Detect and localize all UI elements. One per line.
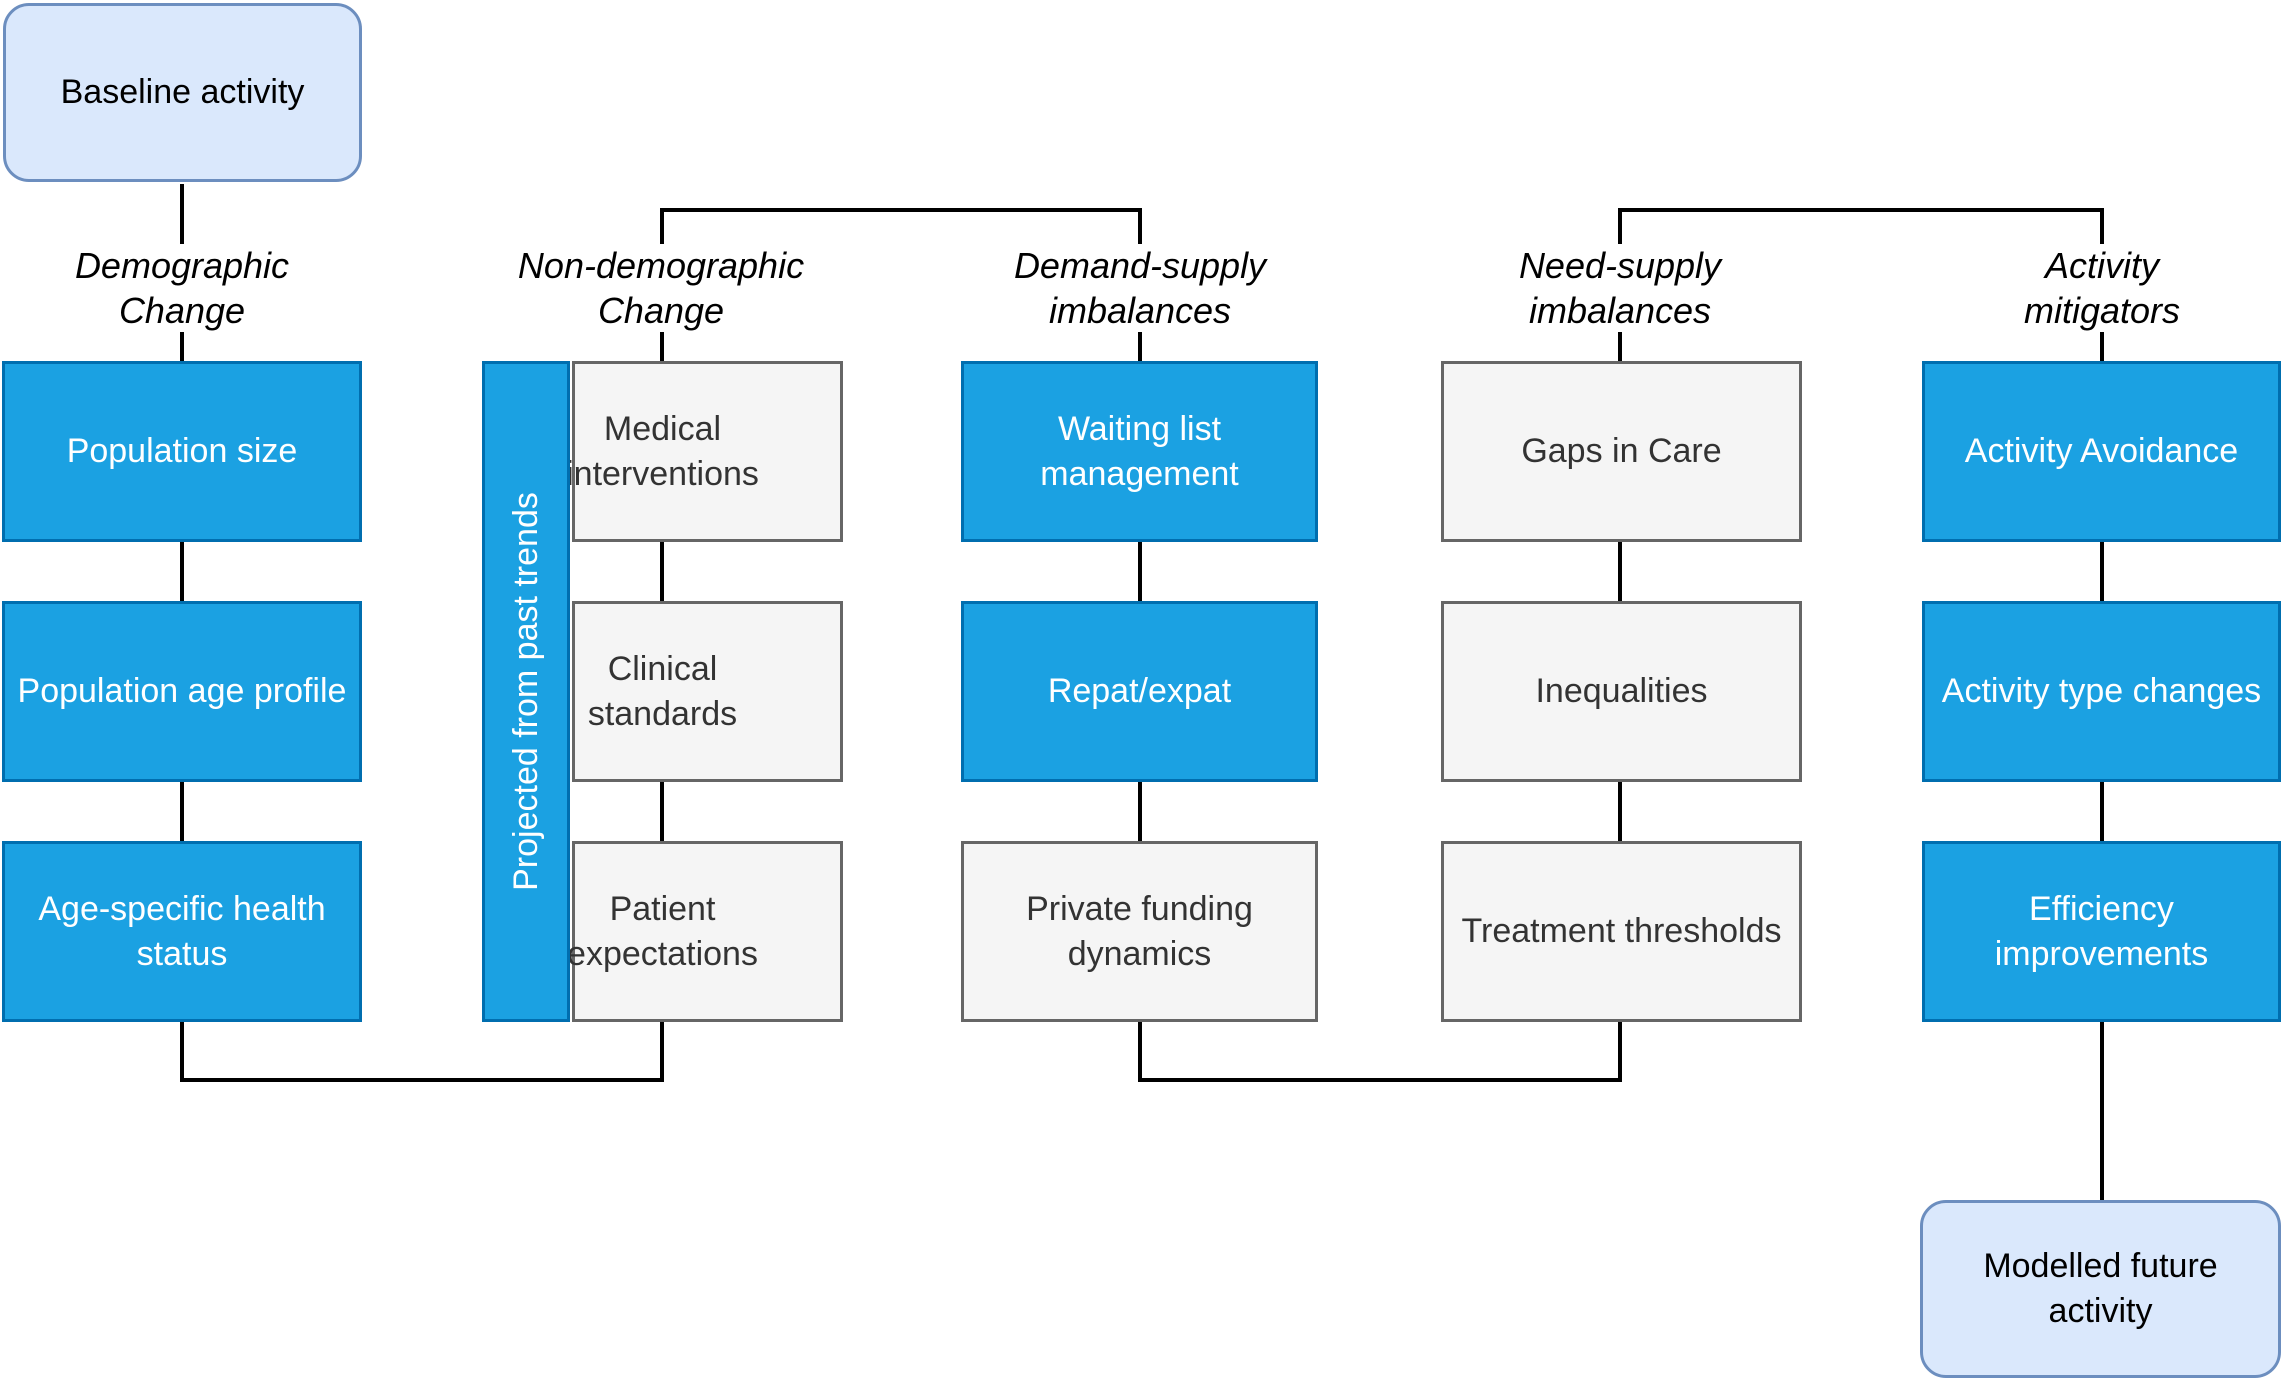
node-activity-avoidance: Activity Avoidance xyxy=(1922,361,2281,542)
connector-col4-row2-row3 xyxy=(1618,782,1622,841)
node-activity-type-changes: Activity type changes xyxy=(1922,601,2281,782)
node-private-funding-dynamics: Private funding dynamics xyxy=(961,841,1318,1022)
connector-top-bracket-2-left-stub xyxy=(1618,208,1622,244)
node-treatment-thresholds: Treatment thresholds xyxy=(1441,841,1802,1022)
node-population-age-profile: Population age profile xyxy=(2,601,362,782)
node-medical-interventions-label: Medical interventions xyxy=(566,409,759,493)
column-header-demographic-change: Demographic Change xyxy=(74,244,290,331)
connector-col1-row2-row3 xyxy=(180,782,184,841)
column-header-non-demographic-change: Non-demographic Change xyxy=(517,244,805,331)
connector-top-bracket-2 xyxy=(1618,208,2104,212)
connector-col5-row2-row3 xyxy=(2100,782,2104,841)
node-inequalities-label: Inequalities xyxy=(1535,672,1708,711)
connector-col3-row1-row2 xyxy=(1138,542,1142,601)
connector-top-bracket-1-right-stub xyxy=(1138,208,1142,244)
connector-top-bracket-1 xyxy=(660,208,1142,212)
node-waiting-list-management-label: Waiting list management xyxy=(1040,409,1239,493)
node-activity-type-changes-label: Activity type changes xyxy=(1941,672,2262,711)
node-treatment-thresholds-label: Treatment thresholds xyxy=(1461,912,1782,951)
node-gaps-in-care: Gaps in Care xyxy=(1441,361,1802,542)
connector-col1-row1-row2 xyxy=(180,542,184,601)
connector-top-bracket-1-left-stub xyxy=(660,208,664,244)
connector-bottom-bracket-1-left-stub xyxy=(180,1022,184,1082)
node-activity-avoidance-label: Activity Avoidance xyxy=(1964,432,2239,471)
baseline-activity-node: Baseline activity xyxy=(3,3,362,182)
node-population-size-label: Population size xyxy=(66,432,298,471)
node-clinical-standards-label: Clinical standards xyxy=(587,649,738,733)
modelled-future-activity-label: Modelled future activity xyxy=(1983,1247,2218,1330)
connector-col2-row2-row3 xyxy=(660,782,664,841)
node-repat-expat: Repat/expat xyxy=(961,601,1318,782)
node-age-specific-health-status-label: Age-specific health status xyxy=(38,889,326,973)
connector-col4-row1-row2 xyxy=(1618,542,1622,601)
projected-from-past-trends-bar: Projected from past trends xyxy=(482,361,570,1022)
column-header-activity-mitigators: Activity mitigators xyxy=(2023,244,2181,331)
node-repat-expat-label: Repat/expat xyxy=(1047,672,1232,711)
baseline-activity-label: Baseline activity xyxy=(60,73,305,112)
connector-col5-to-modelled xyxy=(2100,1022,2104,1200)
node-waiting-list-management: Waiting list management xyxy=(961,361,1318,542)
modelled-future-activity-node: Modelled future activity xyxy=(1920,1200,2281,1378)
connector-header4-to-box xyxy=(1618,332,1622,361)
node-efficiency-improvements: Efficiency improvements xyxy=(1922,841,2281,1022)
connector-col5-row1-row2 xyxy=(2100,542,2104,601)
node-private-funding-dynamics-label: Private funding dynamics xyxy=(1026,889,1253,973)
connector-header5-to-box xyxy=(2100,332,2104,361)
node-patient-expectations-box xyxy=(572,841,843,1022)
connector-header1-to-box xyxy=(180,332,184,361)
projected-from-past-trends-label: Projected from past trends xyxy=(506,492,545,891)
column-header-need-supply-imbalances: Need-supply imbalances xyxy=(1518,244,1722,331)
node-clinical-standards-box xyxy=(572,601,843,782)
node-age-specific-health-status: Age-specific health status xyxy=(2,841,362,1022)
connector-bottom-bracket-2-right-stub xyxy=(1618,1022,1622,1082)
node-efficiency-improvements-label: Efficiency improvements xyxy=(1994,889,2209,973)
connector-bottom-bracket-1 xyxy=(180,1078,664,1082)
connector-bottom-bracket-2 xyxy=(1138,1078,1622,1082)
node-population-age-profile-label: Population age profile xyxy=(17,672,347,711)
connector-col2-row1-row2 xyxy=(660,542,664,601)
connector-bottom-bracket-1-right-stub xyxy=(660,1022,664,1082)
connector-baseline-to-header1 xyxy=(180,184,184,244)
node-gaps-in-care-label: Gaps in Care xyxy=(1521,432,1722,471)
node-population-size: Population size xyxy=(2,361,362,542)
column-header-demand-supply-imbalances: Demand-supply imbalances xyxy=(1013,244,1267,331)
connector-header3-to-box xyxy=(1138,332,1142,361)
connector-bottom-bracket-2-left-stub xyxy=(1138,1022,1142,1082)
node-patient-expectations-label: Patient expectations xyxy=(567,889,758,973)
connector-col3-row2-row3 xyxy=(1138,782,1142,841)
node-inequalities: Inequalities xyxy=(1441,601,1802,782)
connector-top-bracket-2-right-stub xyxy=(2100,208,2104,244)
node-medical-interventions-box xyxy=(572,361,843,542)
connector-header2-to-box xyxy=(660,332,664,361)
